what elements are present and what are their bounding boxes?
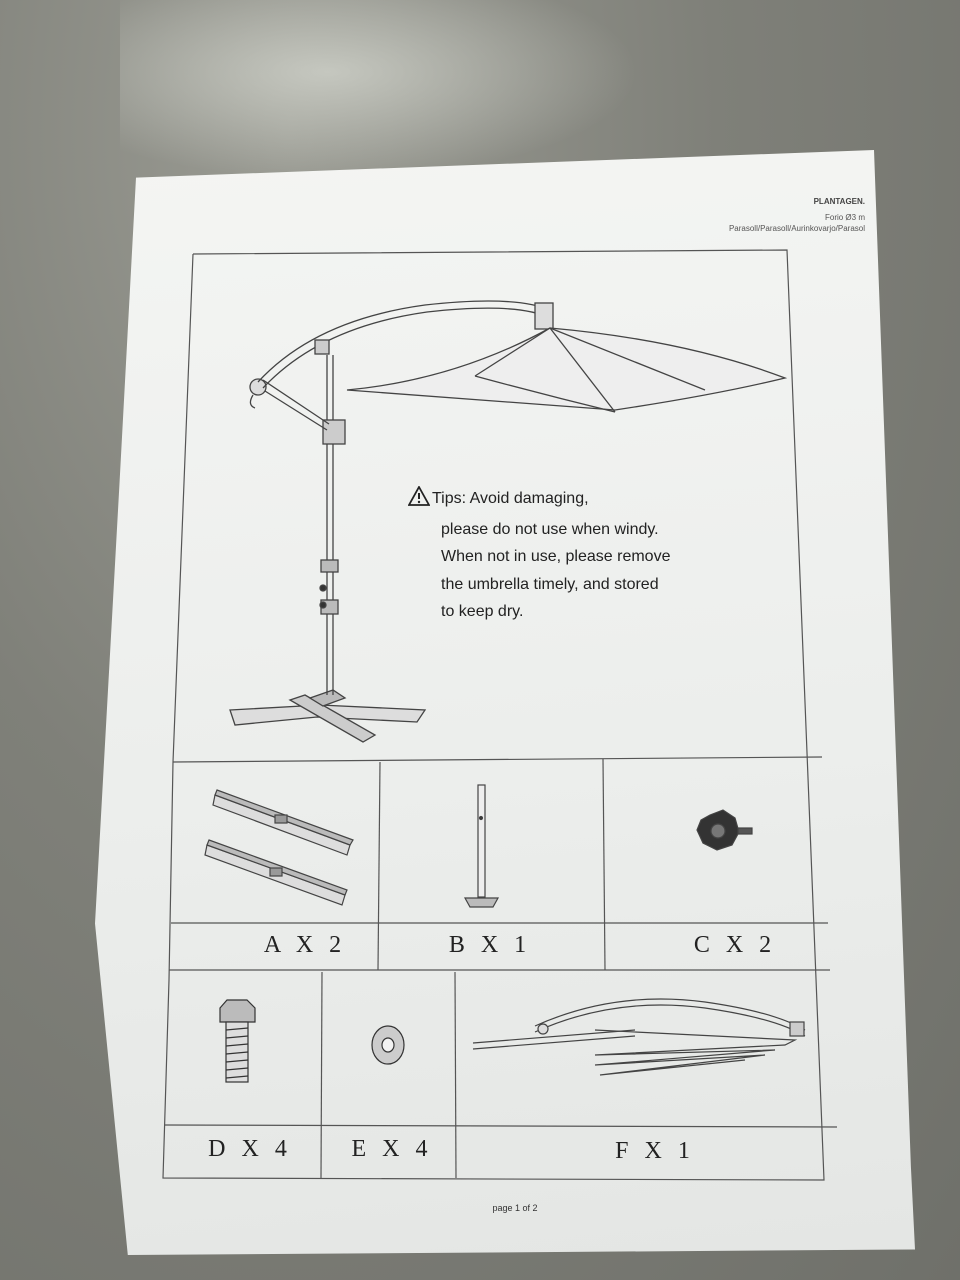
tip-line-2: please do not use when windy. bbox=[441, 520, 659, 538]
tip-line-3: When not in use, please remove bbox=[441, 548, 671, 565]
product-model: Forio Ø3 m bbox=[824, 213, 865, 222]
diagram-frame bbox=[162, 249, 838, 1181]
umbrella-illustration bbox=[229, 300, 788, 743]
safety-tips: Tips: Avoid damaging, please do not use … bbox=[407, 485, 768, 626]
part-d-label: D X 4 bbox=[208, 1136, 292, 1162]
tip-line-5: to keep dry. bbox=[441, 603, 524, 620]
instruction-sheet: PLANTAGEN. Forio Ø3 m Parasoll/Parasoll/… bbox=[95, 150, 915, 1255]
part-a-label: A X 2 bbox=[263, 932, 347, 958]
part-f-label: F X 1 bbox=[615, 1138, 695, 1164]
page-number: page 1 of 2 bbox=[492, 1203, 538, 1213]
tip-line-4: the umbrella timely, and stored bbox=[441, 575, 659, 593]
part-b-label: B X 1 bbox=[448, 932, 532, 958]
part-e-label: E X 4 bbox=[351, 1136, 433, 1162]
part-c-label: C X 2 bbox=[693, 932, 777, 958]
light-glare bbox=[120, 0, 640, 180]
warning-icon bbox=[407, 485, 432, 516]
product-names: Parasoll/Parasoll/Aurinkovarjo/Parasol bbox=[728, 224, 865, 233]
brand-logo: PLANTAGEN. bbox=[813, 197, 865, 206]
tip-line-1: Tips: Avoid damaging, bbox=[432, 490, 589, 507]
